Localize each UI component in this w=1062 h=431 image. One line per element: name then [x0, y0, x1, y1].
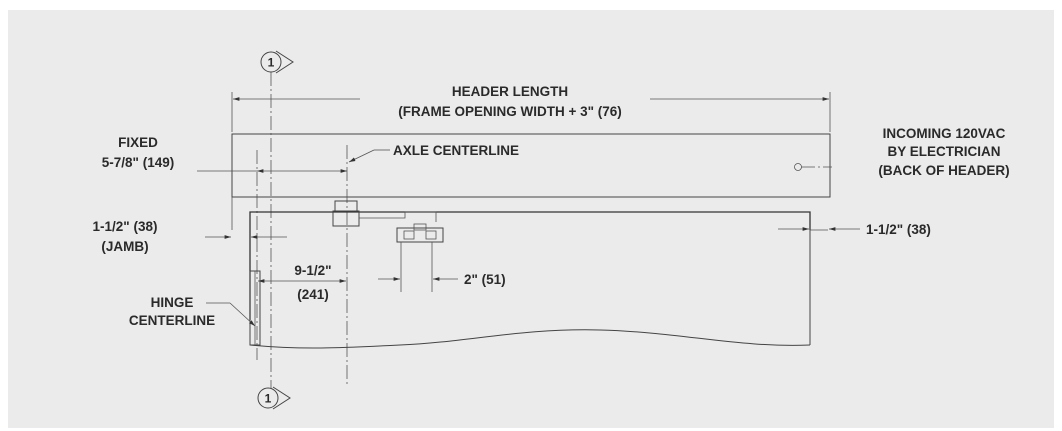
axle-block	[332, 210, 360, 227]
jamb-dim-value: 1-1/2" (38)	[93, 219, 158, 234]
incoming-power-line3: (BACK OF HEADER)	[878, 163, 1009, 178]
section-marker-bottom: 1	[265, 392, 272, 406]
header-length-title: HEADER LENGTH	[452, 84, 568, 99]
jamb-dim-label: (JAMB)	[101, 239, 148, 254]
section-marker-bottom-arrow	[272, 386, 291, 410]
section-marker-top: 1	[268, 56, 275, 70]
axle-leader	[348, 149, 375, 163]
header-length-formula: (FRAME OPENING WIDTH + 3" (76)	[398, 104, 622, 119]
roller-track	[396, 227, 444, 243]
right-dim-value: 1-1/2" (38)	[866, 222, 931, 237]
roller-right	[425, 230, 437, 240]
fixed-value: 5-7/8" (149)	[102, 155, 174, 170]
header-body	[231, 133, 831, 198]
hinge-label-line2: CENTERLINE	[129, 313, 215, 328]
section-marker-bottom-circle	[257, 387, 279, 409]
drawing-panel	[8, 10, 1054, 428]
arm-link	[359, 211, 437, 222]
section-marker-top-circle	[260, 51, 282, 73]
frame-profile	[249, 211, 811, 320]
roller-left	[403, 230, 415, 240]
fixed-label: FIXED	[118, 135, 158, 150]
incoming-power-line1: INCOMING 120VAC	[883, 126, 1006, 141]
hinge-label-line1: HINGE	[151, 295, 194, 310]
roller-mount	[413, 223, 427, 231]
door-break-line	[249, 329, 811, 349]
nine-half-value: 9-1/2"	[294, 263, 331, 278]
two-inch-value: 2" (51)	[464, 272, 506, 287]
hinge-leader	[229, 302, 256, 327]
incoming-power-line2: BY ELECTRICIAN	[887, 144, 1000, 159]
section-marker-top-arrow	[275, 50, 294, 74]
axle-centerline-label: AXLE CENTERLINE	[393, 143, 519, 158]
nine-half-mm: (241)	[297, 287, 329, 302]
